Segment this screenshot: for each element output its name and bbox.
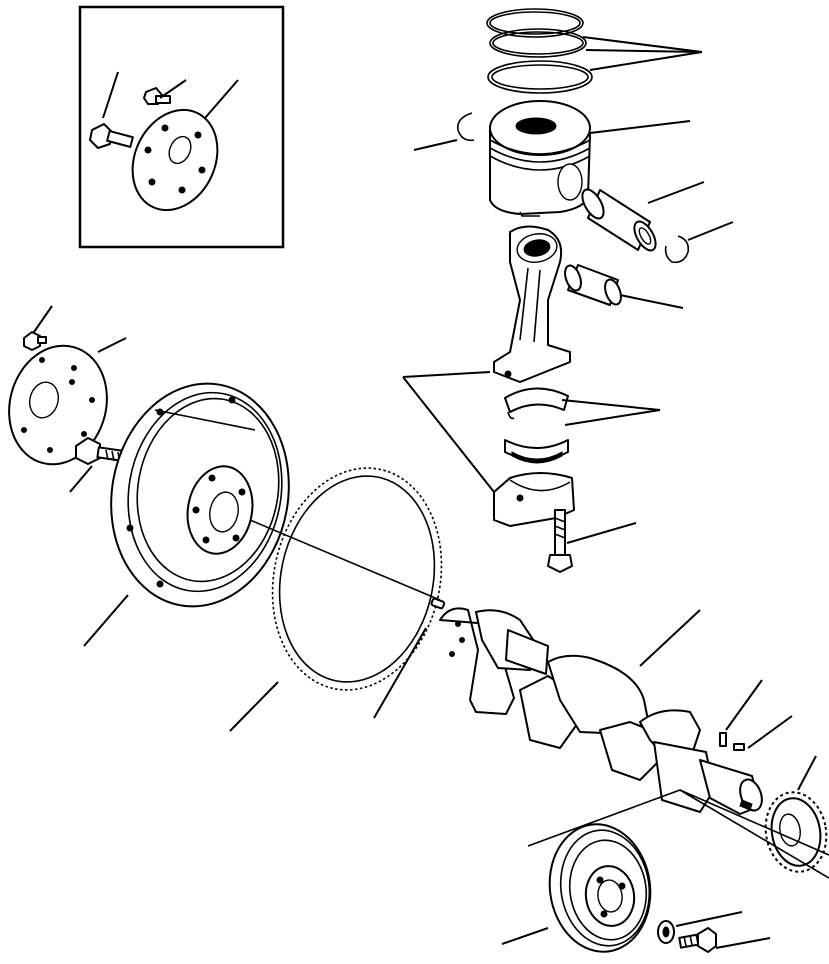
leader-rod-bolt bbox=[566, 522, 637, 544]
inset-bolt-long bbox=[89, 123, 134, 149]
leader-bearings bbox=[561, 399, 661, 426]
leader-pulley-bolt bbox=[715, 937, 771, 949]
flexplate-bolt bbox=[23, 331, 47, 351]
piston-ring-set bbox=[486, 8, 593, 94]
piston bbox=[489, 100, 591, 217]
leader-snap-left bbox=[413, 139, 458, 151]
leader-flexplate bbox=[97, 337, 127, 353]
inset-leader-1 bbox=[102, 71, 119, 119]
ring-gear bbox=[271, 467, 443, 691]
connecting-rod-bearing-set bbox=[504, 387, 569, 464]
leader-flexplate-bolt bbox=[33, 305, 53, 333]
leader-snap-right bbox=[687, 221, 734, 241]
inset-bolt-short bbox=[143, 87, 171, 105]
piston-pin bbox=[581, 188, 657, 252]
leader-rings bbox=[582, 36, 703, 71]
piston-pin-snap-ring-right bbox=[664, 235, 690, 264]
leader-flywheel bbox=[83, 594, 129, 647]
leader-pulley bbox=[501, 927, 549, 945]
leader-washer bbox=[675, 911, 743, 927]
key bbox=[733, 743, 745, 751]
leader-woodruff bbox=[725, 679, 763, 731]
pulley-washer bbox=[657, 920, 675, 944]
leader-crankshaft bbox=[639, 609, 701, 667]
flexplate bbox=[8, 344, 108, 466]
leader-dowel bbox=[373, 627, 427, 719]
leader-pin bbox=[647, 181, 705, 204]
connecting-rod bbox=[493, 225, 571, 383]
alignment-line bbox=[249, 519, 441, 601]
leader-bushing bbox=[619, 294, 684, 309]
leader-piston bbox=[589, 120, 691, 134]
woodruff-key bbox=[719, 732, 727, 747]
inset-leader-2 bbox=[159, 79, 187, 99]
flywheel bbox=[110, 382, 290, 608]
leader-crank-gear bbox=[797, 755, 817, 791]
leader-flywheel-bolt bbox=[69, 465, 93, 493]
leader-key bbox=[747, 715, 793, 749]
crankshaft bbox=[439, 607, 763, 815]
flywheel-bolt bbox=[75, 437, 124, 465]
leader-rod-group bbox=[402, 371, 495, 493]
pulley-bolt bbox=[678, 927, 717, 953]
crankshaft-gear bbox=[764, 791, 828, 873]
inset-flexplate bbox=[131, 108, 219, 212]
inset-leader-3 bbox=[204, 79, 239, 119]
piston-pin-snap-ring-left bbox=[456, 112, 475, 142]
inset-box bbox=[78, 5, 285, 249]
dowel-pin bbox=[430, 597, 446, 610]
leader-ring-gear bbox=[229, 681, 279, 732]
connecting-rod-bolt bbox=[547, 509, 573, 573]
connecting-rod-bushing bbox=[564, 264, 622, 306]
crankshaft-pulley bbox=[548, 823, 652, 953]
